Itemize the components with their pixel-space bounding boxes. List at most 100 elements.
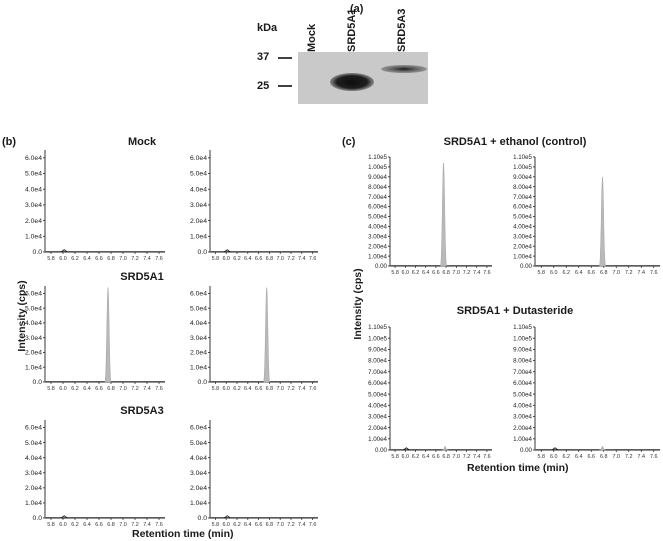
x-tick-label: 7.4 xyxy=(298,386,306,392)
x-tick-label: 6.2 xyxy=(71,522,79,528)
peak-filled xyxy=(104,287,112,383)
x-tick-label: 6.0 xyxy=(222,522,230,528)
x-tick-label: 7.0 xyxy=(119,386,127,392)
peak-filled xyxy=(440,162,447,267)
x-tick-label: 6.2 xyxy=(233,386,241,392)
x-tick-label: 7.4 xyxy=(143,522,151,528)
y-tick-label: 0.0 xyxy=(198,515,208,522)
x-tick-label: 6.4 xyxy=(422,454,430,460)
x-tick-label: 6.6 xyxy=(588,454,596,460)
x-tick-label: 7.0 xyxy=(453,454,461,460)
x-tick-label: 5.8 xyxy=(538,270,546,276)
x-tick-label: 6.8 xyxy=(107,256,115,262)
y-tick-label: 2.00e4 xyxy=(513,425,532,432)
x-tick-label: 6.6 xyxy=(95,256,103,262)
x-tick-label: 6.8 xyxy=(107,386,115,392)
group-title-srd5a1: SRD5A1 xyxy=(120,271,164,283)
y-tick-label: 1.0e4 xyxy=(190,500,207,507)
panel-a-label: (a) xyxy=(350,3,364,15)
y-tick-label: 7.00e4 xyxy=(513,194,532,201)
x-tick-label: 6.6 xyxy=(95,386,103,392)
y-tick-label: 1.0e4 xyxy=(25,500,42,507)
x-tick-label: 6.6 xyxy=(588,270,596,276)
y-tick-label: 3.00e4 xyxy=(368,414,387,421)
axes xyxy=(534,327,660,451)
x-tick-label: 6.0 xyxy=(550,454,558,460)
x-tick-label: 7.0 xyxy=(613,270,621,276)
y-tick-label: 1.10e5 xyxy=(513,154,532,161)
x-tick-label: 7.2 xyxy=(131,256,139,262)
x-tick-label: 7.0 xyxy=(613,454,621,460)
peak-filled xyxy=(599,176,606,267)
marker-25-label: 25 xyxy=(257,80,270,92)
x-tick-label: 7.0 xyxy=(276,522,284,528)
x-tick-label: 7.4 xyxy=(143,256,151,262)
y-tick-label: 3.00e4 xyxy=(513,414,532,421)
x-tick-label: 5.8 xyxy=(391,454,399,460)
y-tick-label: 6.0e4 xyxy=(25,425,42,432)
y-tick-label: 0.0 xyxy=(33,515,43,522)
y-tick-label: 5.0e4 xyxy=(190,171,207,178)
x-tick-label: 7.0 xyxy=(119,256,127,262)
x-tick-label: 6.8 xyxy=(266,256,274,262)
x-tick-label: 6.8 xyxy=(107,522,115,528)
axes xyxy=(209,420,318,519)
y-tick-label: 0.0 xyxy=(198,379,208,386)
x-tick-label: 7.6 xyxy=(155,522,163,528)
y-tick-label: 4.0e4 xyxy=(190,320,207,327)
y-tick-label: 6.0e4 xyxy=(190,425,207,432)
panel-c-label: (c) xyxy=(342,136,356,148)
x-tick-label: 6.8 xyxy=(266,386,274,392)
y-tick-label: 8.00e4 xyxy=(513,358,532,365)
y-tick-label: 1.00e4 xyxy=(513,253,532,260)
y-tick-label: 8.00e4 xyxy=(368,184,387,191)
peak-outline xyxy=(403,447,410,451)
y-tick-label: 3.0e4 xyxy=(25,470,42,477)
x-tick-label: 6.0 xyxy=(59,256,67,262)
marker-37-label: 37 xyxy=(257,51,270,63)
x-tick-label: 7.0 xyxy=(453,270,461,276)
x-tick-label: 6.0 xyxy=(402,270,410,276)
y-tick-label: 7.00e4 xyxy=(513,369,532,376)
y-tick-label: 5.00e4 xyxy=(513,391,532,398)
x-tick-label: 7.6 xyxy=(155,256,163,262)
y-tick-label: 4.0e4 xyxy=(25,320,42,327)
x-tick-label: 6.4 xyxy=(422,270,430,276)
group-title-ethanol-control: SRD5A1 + ethanol (control) xyxy=(443,136,587,148)
x-tick-label: 7.2 xyxy=(131,386,139,392)
x-tick-label: 5.8 xyxy=(47,256,55,262)
x-tick-label: 7.2 xyxy=(463,454,471,460)
y-tick-label: 5.00e4 xyxy=(368,391,387,398)
x-tick-label: 7.6 xyxy=(309,256,317,262)
y-tick-label: 1.0e4 xyxy=(190,234,207,241)
y-tick-label: 6.0e4 xyxy=(25,291,42,298)
y-tick-label: 1.00e4 xyxy=(368,436,387,443)
y-tick-label: 0.0 xyxy=(33,249,43,256)
axes xyxy=(534,157,660,267)
panel-c-xlabel: Retention time (min) xyxy=(467,462,569,474)
y-tick-label: 2.0e4 xyxy=(190,485,207,492)
x-tick-label: 6.0 xyxy=(222,256,230,262)
y-tick-label: 6.0e4 xyxy=(190,291,207,298)
x-tick-label: 7.6 xyxy=(155,386,163,392)
x-tick-label: 5.8 xyxy=(538,454,546,460)
y-tick-label: 2.00e4 xyxy=(368,425,387,432)
x-tick-label: 5.8 xyxy=(47,386,55,392)
axes xyxy=(389,157,492,267)
y-tick-label: 4.00e4 xyxy=(368,402,387,409)
x-tick-label: 7.2 xyxy=(625,270,633,276)
x-tick-label: 7.0 xyxy=(119,522,127,528)
x-tick-label: 6.6 xyxy=(255,256,263,262)
y-tick-label: 9.00e4 xyxy=(368,347,387,354)
y-tick-label: 3.0e4 xyxy=(190,335,207,342)
y-tick-label: 1.00e5 xyxy=(368,164,387,171)
x-tick-label: 6.2 xyxy=(71,386,79,392)
y-tick-label: 1.00e4 xyxy=(513,436,532,443)
kda-label: kDa xyxy=(257,22,278,34)
